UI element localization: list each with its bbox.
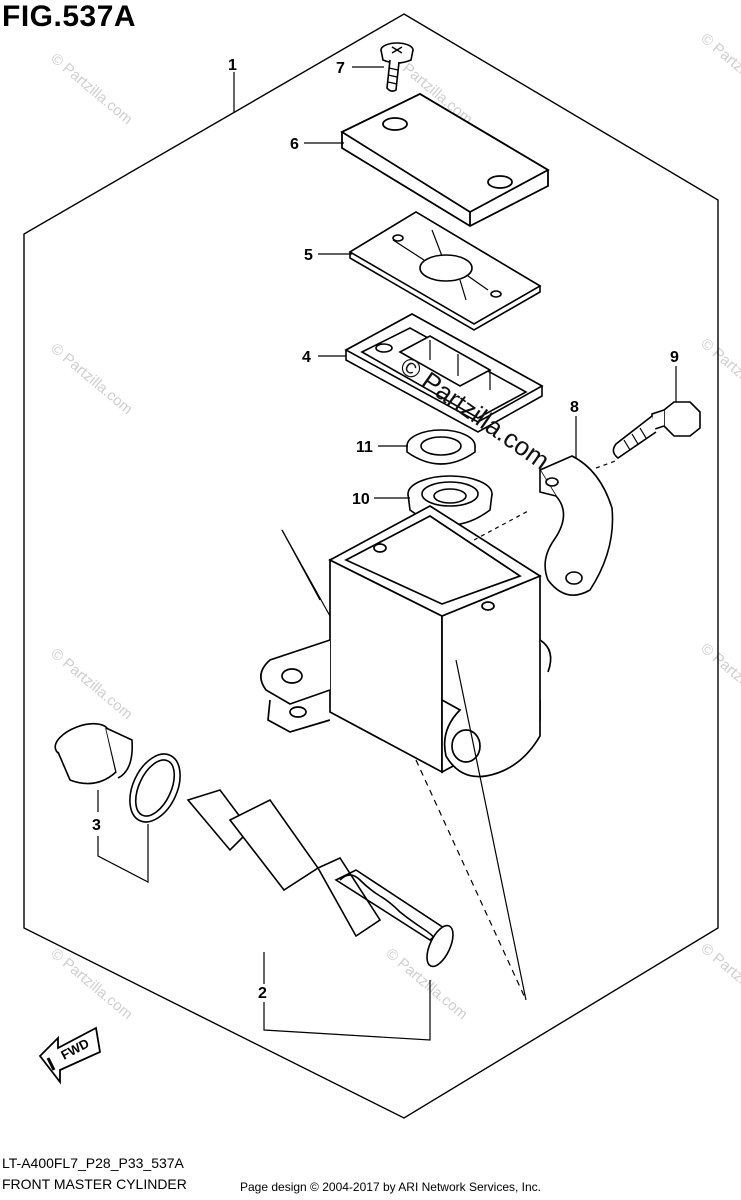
watermark-text: © Partzilla.com (47, 945, 135, 1023)
watermark-text: © Partzilla.com (697, 30, 741, 108)
svg-text:11: 11 (356, 439, 373, 456)
callout-10[interactable]: 10 (352, 491, 410, 508)
callout-1[interactable]: 1 (228, 57, 237, 112)
watermark-text: © Partzilla.com (47, 50, 135, 128)
master-cylinder-body (260, 505, 552, 778)
svg-text:9: 9 (670, 349, 679, 366)
svg-text:3: 3 (92, 817, 101, 834)
watermark-text: © Partzilla.com (697, 335, 741, 413)
svg-text:8: 8 (570, 399, 579, 416)
callout-7[interactable]: 7 (336, 60, 384, 77)
watermark-text: © Partzilla.com (47, 340, 135, 418)
piston-and-spring[interactable] (186, 789, 458, 970)
callout-4[interactable]: 4 (302, 349, 346, 366)
part-3-dust-boot[interactable] (51, 717, 134, 785)
figure-caption: FRONT MASTER CYLINDER (2, 1176, 187, 1192)
guide-lines (281, 459, 619, 1001)
watermark-text: © Partzilla.com (697, 640, 741, 718)
callouts: 1 7 6 5 4 11 10 9 (92, 57, 679, 1041)
callout-6[interactable]: 6 (290, 136, 344, 153)
watermark-text: © Partzilla.com (697, 940, 741, 1018)
part-4-diaphragm[interactable] (344, 313, 544, 433)
watermark-text: © Partzilla.com (47, 645, 135, 723)
figure-title: FIG.537A (2, 0, 137, 33)
svg-text:4: 4 (302, 349, 311, 366)
callout-5[interactable]: 5 (304, 247, 352, 264)
part-9-bolt[interactable] (612, 401, 701, 459)
part-8-clamp[interactable] (538, 455, 614, 596)
svg-text:10: 10 (352, 491, 370, 508)
callout-11[interactable]: 11 (356, 439, 408, 456)
callout-3[interactable]: 3 (92, 790, 149, 883)
model-code: LT-A400FL7_P28_P33_537A (2, 1155, 184, 1171)
assembly-outline (23, 13, 719, 1119)
copyright-footer: Page design © 2004-2017 by ARI Network S… (240, 1180, 542, 1194)
part-11-ring[interactable] (406, 429, 476, 465)
part-7-screw[interactable] (380, 42, 414, 92)
part-6-reservoir-cap[interactable] (340, 92, 550, 228)
svg-text:1: 1 (228, 57, 237, 74)
svg-text:2: 2 (258, 985, 267, 1002)
svg-text:6: 6 (290, 136, 299, 153)
callout-9[interactable]: 9 (670, 349, 679, 402)
callout-2[interactable]: 2 (258, 952, 431, 1041)
svg-text:5: 5 (304, 247, 313, 264)
part-5-diaphragm-plate[interactable] (348, 211, 542, 331)
svg-text:7: 7 (336, 60, 345, 77)
callout-8[interactable]: 8 (570, 399, 579, 458)
part-2-circlip[interactable] (120, 746, 190, 830)
fwd-arrow: FWD (38, 1026, 102, 1085)
